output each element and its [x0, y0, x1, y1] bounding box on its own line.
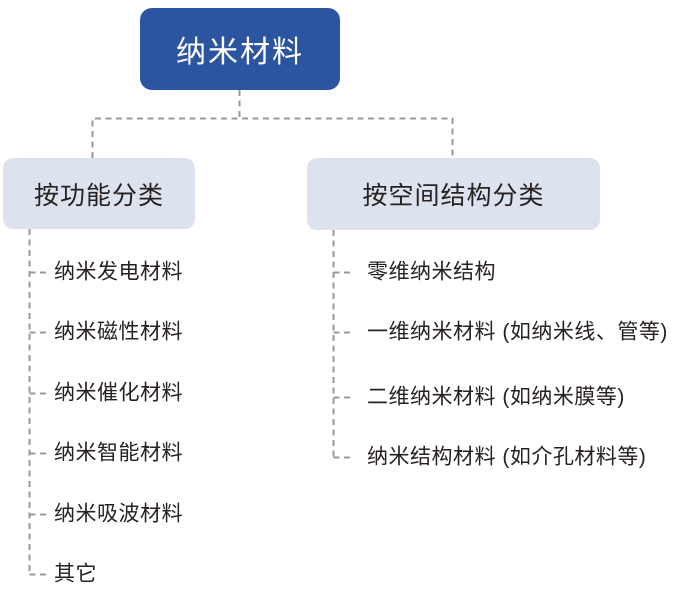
branch-node-function-label: 按功能分类 — [33, 181, 164, 210]
leaf-item-structure-3: 二维纳米材料 (如纳米膜等) — [367, 385, 625, 409]
root-node: 纳米材料 — [140, 8, 340, 90]
leaf-item-function-1: 纳米发电材料 — [54, 260, 183, 284]
root-node-label: 纳米材料 — [176, 36, 304, 69]
leaf-item-function-5: 纳米吸波材料 — [54, 502, 183, 526]
leaf-item-function-3: 纳米催化材料 — [54, 381, 183, 405]
leaf-item-function-2: 纳米磁性材料 — [54, 320, 183, 344]
branch-rail-line — [91, 117, 454, 158]
leaf-item-structure-1: 零维纳米结构 — [367, 260, 496, 284]
leaf-item-function-6: 其它 — [54, 562, 97, 586]
branch-node-structure: 按空间结构分类 — [307, 158, 600, 230]
branch-node-function: 按功能分类 — [3, 158, 195, 229]
leaf-item-function-4: 纳米智能材料 — [54, 441, 183, 465]
leaf-item-structure-4: 纳米结构材料 (如介孔材料等) — [367, 445, 647, 469]
branch-node-structure-label: 按空间结构分类 — [362, 182, 545, 210]
leaf-item-structure-2: 一维纳米材料 (如纳米线、管等) — [367, 320, 668, 344]
